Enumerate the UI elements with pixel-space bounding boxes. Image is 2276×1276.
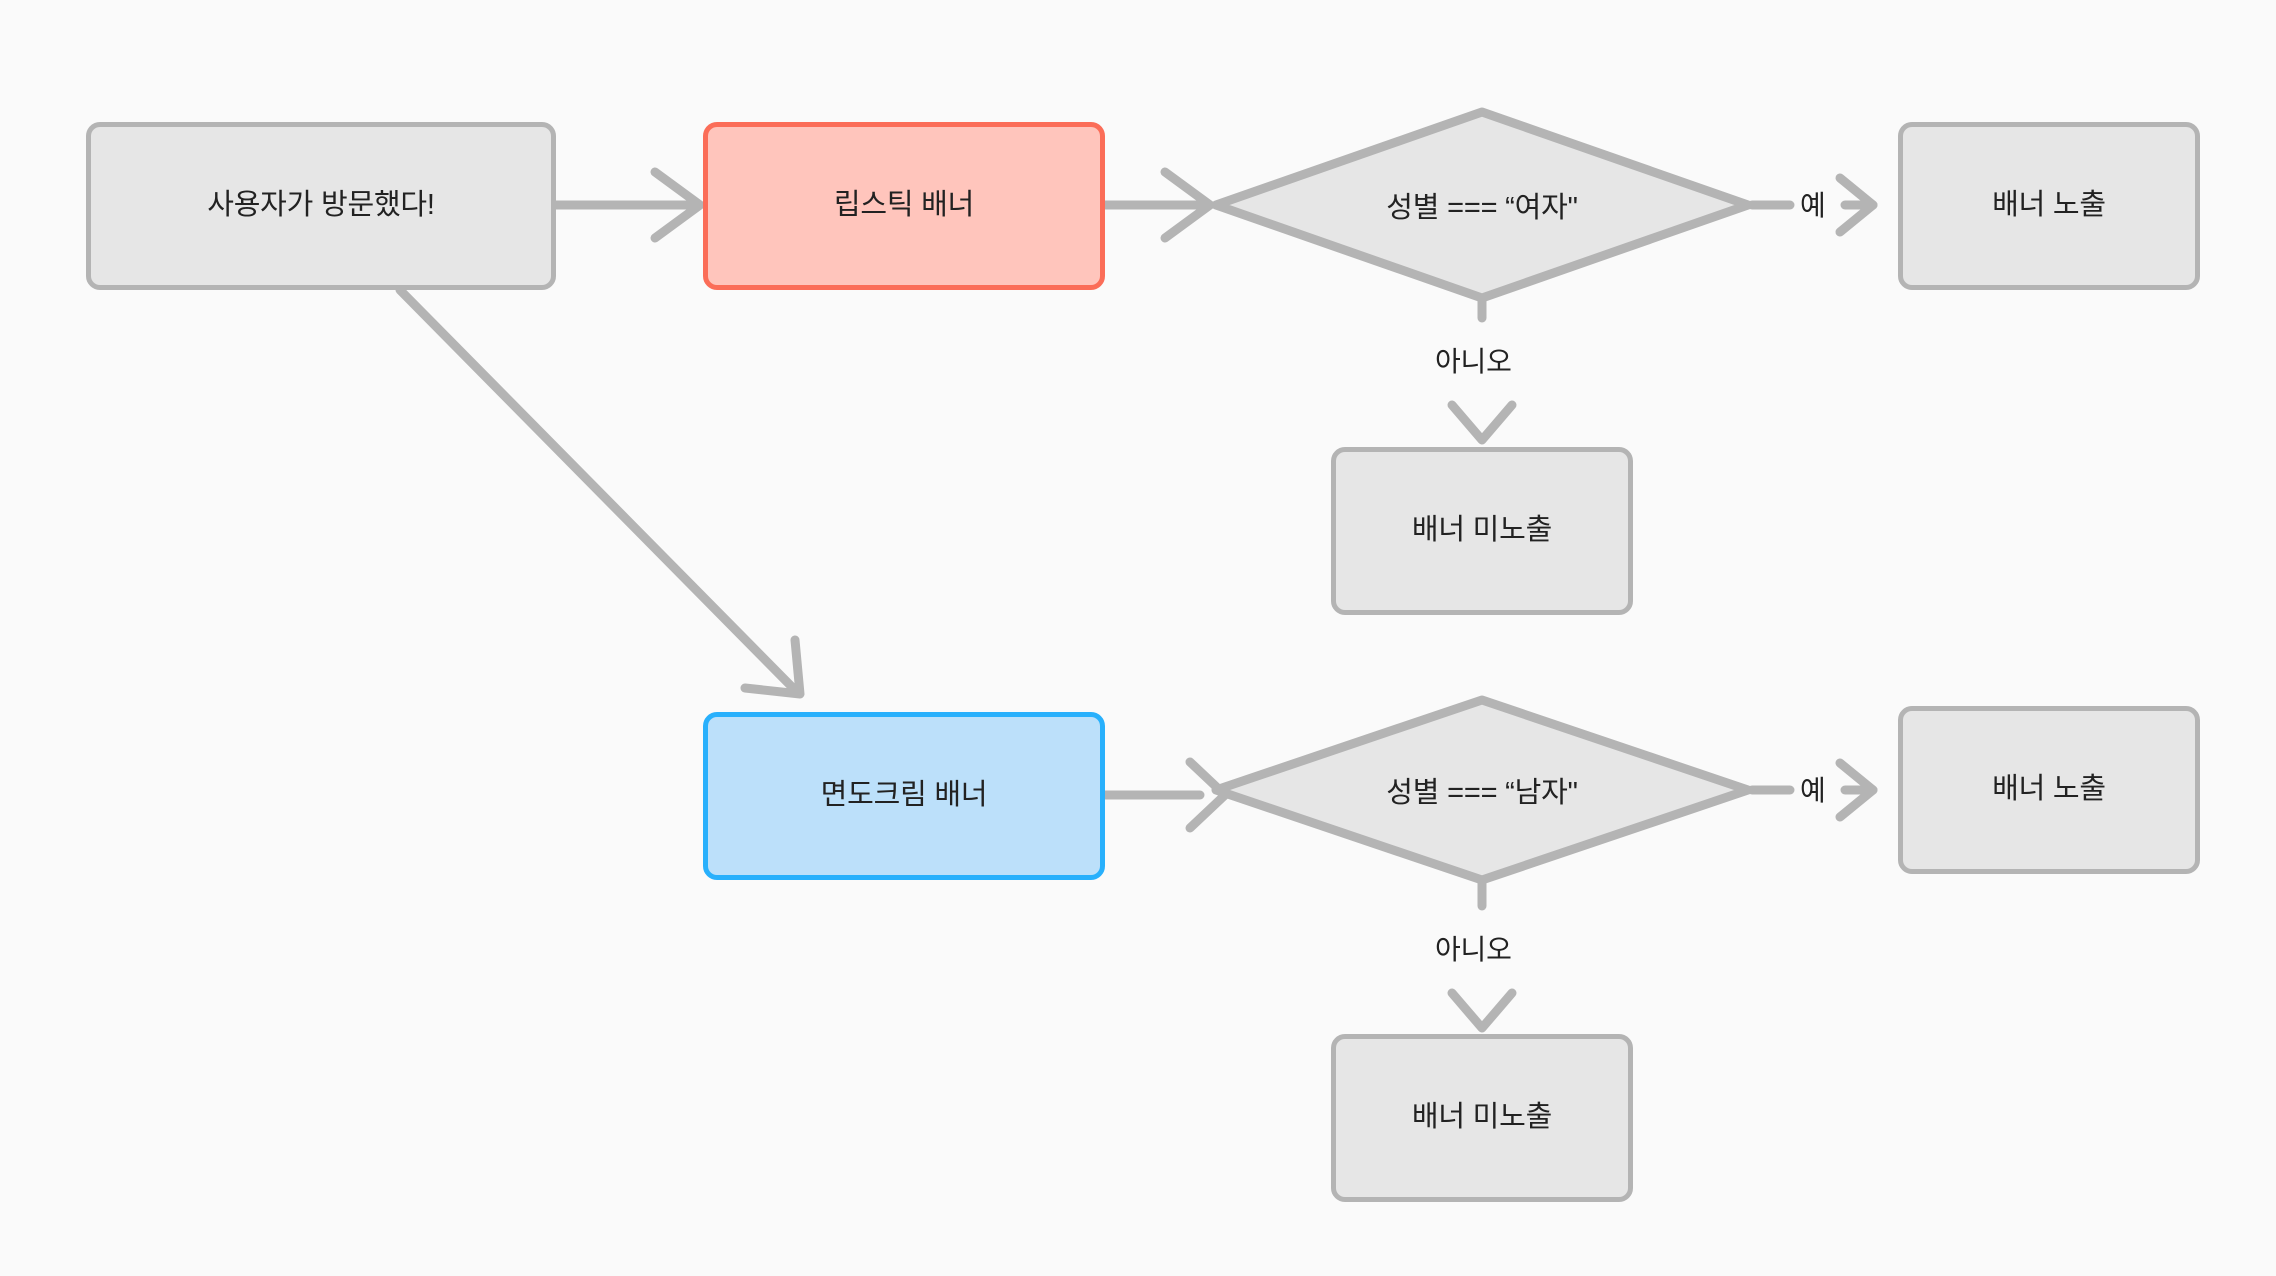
edge-shavecream-to-cond-male	[1100, 757, 1230, 833]
node-lipstick-banner[interactable]: 립스틱 배너	[703, 122, 1105, 290]
node-show-banner-female[interactable]: 배너 노출	[1898, 122, 2200, 290]
edge-lipstick-to-cond-female	[1100, 167, 1215, 243]
node-shavecream-banner[interactable]: 면도크림 배너	[703, 712, 1105, 880]
edge-start-to-lipstick	[551, 167, 705, 243]
node-hide-banner-male[interactable]: 배너 미노출	[1331, 1034, 1633, 1202]
node-hide-banner-male-label: 배너 미노출	[1411, 1101, 1553, 1134]
node-cond-female-label: 성별 === “여자"	[1386, 192, 1578, 224]
edge-label-no-top: 아니오	[1435, 346, 1512, 377]
node-show-banner-male[interactable]: 배너 노출	[1898, 706, 2200, 874]
node-hide-banner-female-label: 배너 미노출	[1411, 514, 1553, 547]
node-start[interactable]: 사용자가 방문했다!	[86, 122, 556, 290]
edge-start-to-shavecream	[395, 285, 805, 699]
node-cond-female[interactable]: 성별 === “여자"	[1216, 112, 1748, 298]
edge-label-yes-bottom: 예	[1800, 775, 1826, 806]
node-start-label: 사용자가 방문했다!	[207, 189, 435, 222]
node-hide-banner-female[interactable]: 배너 미노출	[1331, 447, 1633, 615]
node-lipstick-banner-label: 립스틱 배너	[833, 189, 975, 222]
node-cond-male[interactable]: 성별 === “남자"	[1216, 700, 1748, 880]
edge-label-yes-top: 예	[1800, 190, 1826, 221]
node-shavecream-banner-label: 면도크림 배너	[820, 779, 988, 812]
node-show-banner-male-label: 배너 노출	[1992, 773, 2106, 806]
edge-label-no-bottom: 아니오	[1435, 934, 1512, 965]
node-cond-male-label: 성별 === “남자"	[1386, 777, 1578, 809]
node-show-banner-female-label: 배너 노출	[1992, 189, 2106, 222]
